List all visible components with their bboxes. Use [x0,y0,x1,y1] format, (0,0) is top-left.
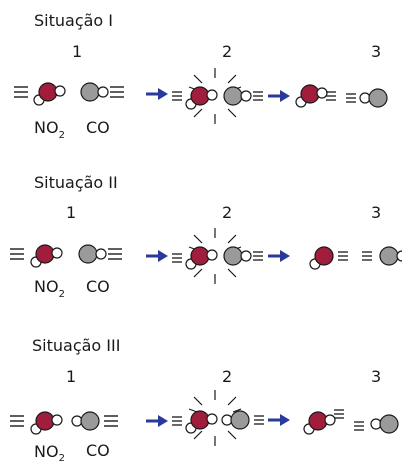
speed-lines-icon [9,415,25,427]
speed-lines-icon [253,415,265,425]
situation-3-step-3: 3 [371,367,381,386]
situation-2-step-1: 1 [66,203,76,222]
arrow-icon [144,248,170,264]
co-molecule [71,411,100,431]
no2-label: NO2 [34,277,65,300]
co-molecule [221,410,250,430]
speed-lines-icon [252,91,264,101]
situation-3-title: Situação III [32,336,120,355]
no2-molecule [185,410,218,434]
situation-2-title: Situação II [34,173,118,192]
co-molecule [379,246,402,266]
co-molecule [80,82,109,102]
co-molecule [223,246,252,266]
no2-molecule [295,84,328,108]
no2-label: NO2 [34,118,65,141]
situation-1-title: Situação I [34,11,113,30]
situation-1: Situação I 1 2 3 NO2 CO [13,11,388,141]
speed-lines-icon [333,409,345,419]
speed-lines-icon [107,248,123,260]
no2-molecule [33,82,66,106]
no2-molecule [30,244,63,268]
arrow-icon [144,413,170,429]
no2-molecule [185,86,218,110]
co-label: CO [86,441,110,460]
no-molecule [309,246,334,270]
arrow-icon [266,248,292,264]
speed-lines-icon [171,253,183,263]
co-label: CO [86,277,110,296]
arrow-icon [266,412,292,428]
situation-3-step-2: 2 [222,367,232,386]
speed-lines-icon [171,416,183,426]
arrow-icon [144,86,170,102]
situation-1-step-1: 1 [72,42,82,61]
situation-2-step-3: 3 [371,203,381,222]
co-molecule [370,414,399,434]
no2-molecule [185,246,218,270]
co-label: CO [86,118,110,137]
speed-lines-icon [103,415,119,427]
situation-2-step-2: 2 [222,203,232,222]
co-molecule [78,244,107,264]
co-molecule [359,88,388,108]
arrow-icon [266,88,292,104]
speed-lines-icon [337,251,349,261]
speed-lines-icon [109,86,125,98]
speed-lines-icon [9,248,25,260]
situation-3: Situação III 1 2 3 NO2 CO [9,336,399,462]
no2-label: NO2 [34,442,65,462]
speed-lines-icon [353,421,365,431]
speed-lines-icon [361,251,373,261]
situation-1-step-2: 2 [222,42,232,61]
speed-lines-icon [13,86,29,98]
speed-lines-icon [252,251,264,261]
situation-1-step-3: 3 [371,42,381,61]
speed-lines-icon [345,93,357,103]
co-molecule [223,86,252,106]
situation-2: Situação II 1 2 3 NO2 CO [9,173,402,300]
speed-lines-icon [171,91,183,101]
no2-molecule [303,411,336,435]
situation-3-step-1: 1 [66,367,76,386]
no2-molecule [30,411,63,435]
